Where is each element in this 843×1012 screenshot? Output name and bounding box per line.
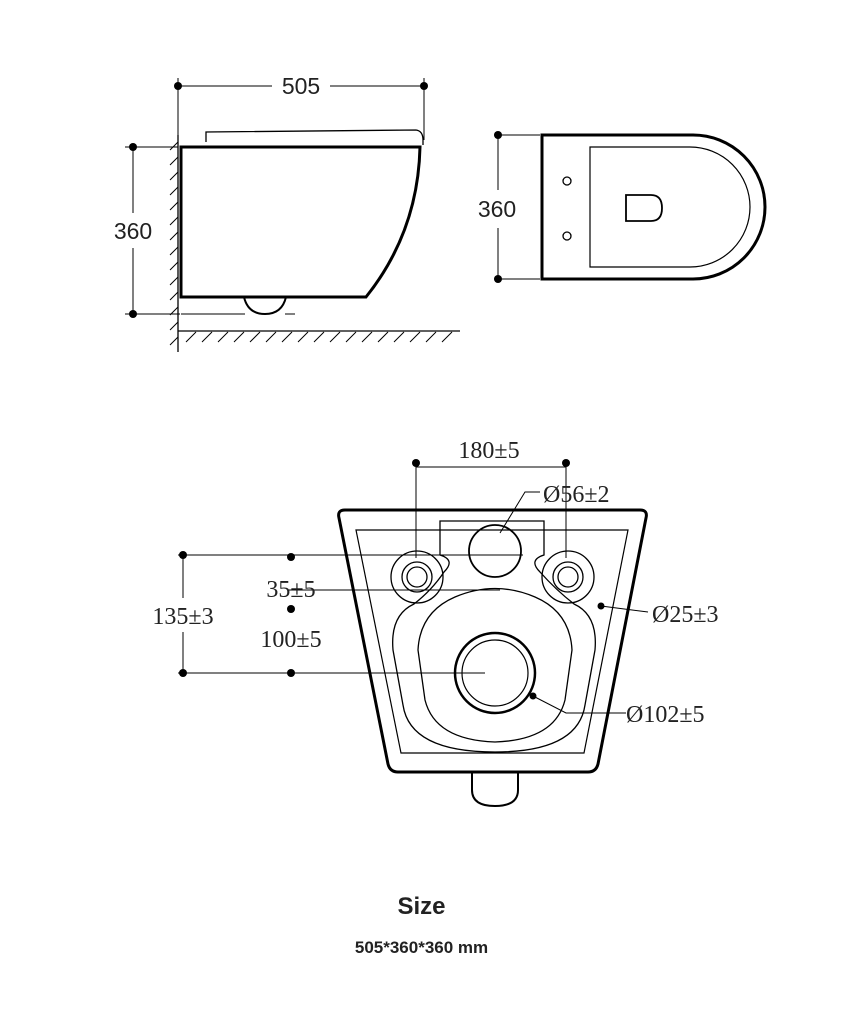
- waste-diameter-label: Ø102±5: [626, 702, 705, 728]
- side-width-label: 505: [282, 73, 320, 99]
- outlet-diameter-label: Ø56±2: [543, 482, 610, 508]
- top-depth-label: 360: [478, 196, 516, 222]
- bottom-view: [178, 459, 649, 808]
- hole-spacing-label: 180±5: [458, 438, 519, 464]
- side-height-label: 360: [114, 218, 152, 244]
- caption-title: Size: [397, 893, 446, 920]
- bolt-hole-diameter-label: Ø25±3: [652, 602, 719, 628]
- technical-drawing: 505 360 360: [114, 73, 767, 808]
- offset-135-label: 135±3: [152, 604, 213, 630]
- offset-35-label: 35±5: [266, 577, 315, 603]
- side-view: [125, 78, 460, 352]
- offset-100-label: 100±5: [260, 627, 321, 653]
- caption-dimensions: 505*360*360 mm: [354, 938, 489, 957]
- top-view: [494, 131, 767, 283]
